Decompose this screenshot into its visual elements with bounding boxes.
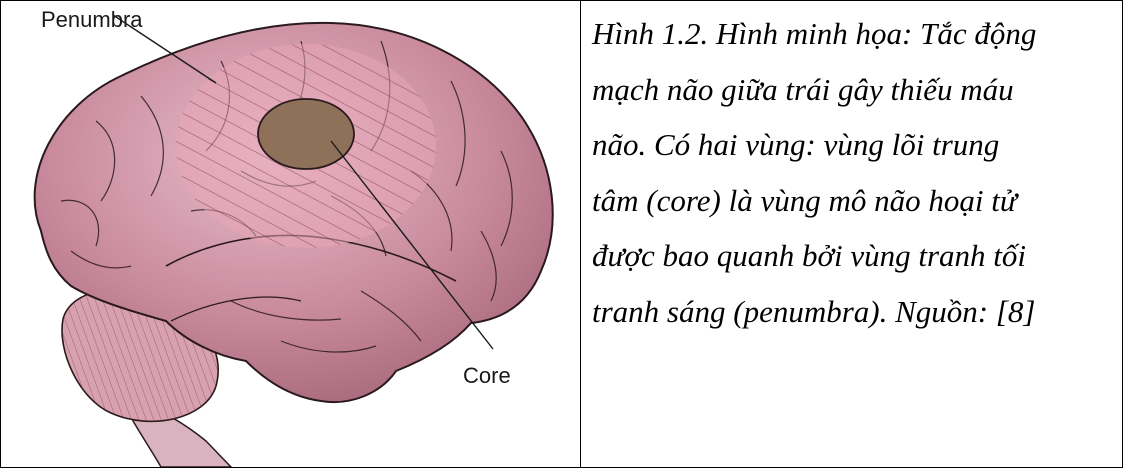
caption-line: não. Có hai vùng: vùng lõi trung (592, 117, 1116, 173)
brain-illustration-cell: Penumbra Core (1, 1, 580, 467)
caption-line: Hình 1.2. Hình minh họa: Tắc động (592, 6, 1116, 62)
caption-line: tranh sáng (penumbra). Nguồn: [8] (592, 284, 1116, 340)
column-divider (580, 0, 581, 468)
caption-line: tâm (core) là vùng mô não hoại tử (592, 173, 1116, 229)
brain-illustration: Penumbra Core (1, 1, 580, 467)
core-label: Core (463, 363, 511, 388)
caption-line: được bao quanh bởi vùng tranh tối (592, 228, 1116, 284)
penumbra-label: Penumbra (41, 7, 143, 32)
figure-caption: Hình 1.2. Hình minh họa: Tắc động mạch n… (592, 6, 1116, 340)
caption-cell: Hình 1.2. Hình minh họa: Tắc động mạch n… (592, 6, 1116, 340)
caption-line: mạch não giữa trái gây thiếu máu (592, 62, 1116, 118)
core-region (258, 99, 354, 169)
